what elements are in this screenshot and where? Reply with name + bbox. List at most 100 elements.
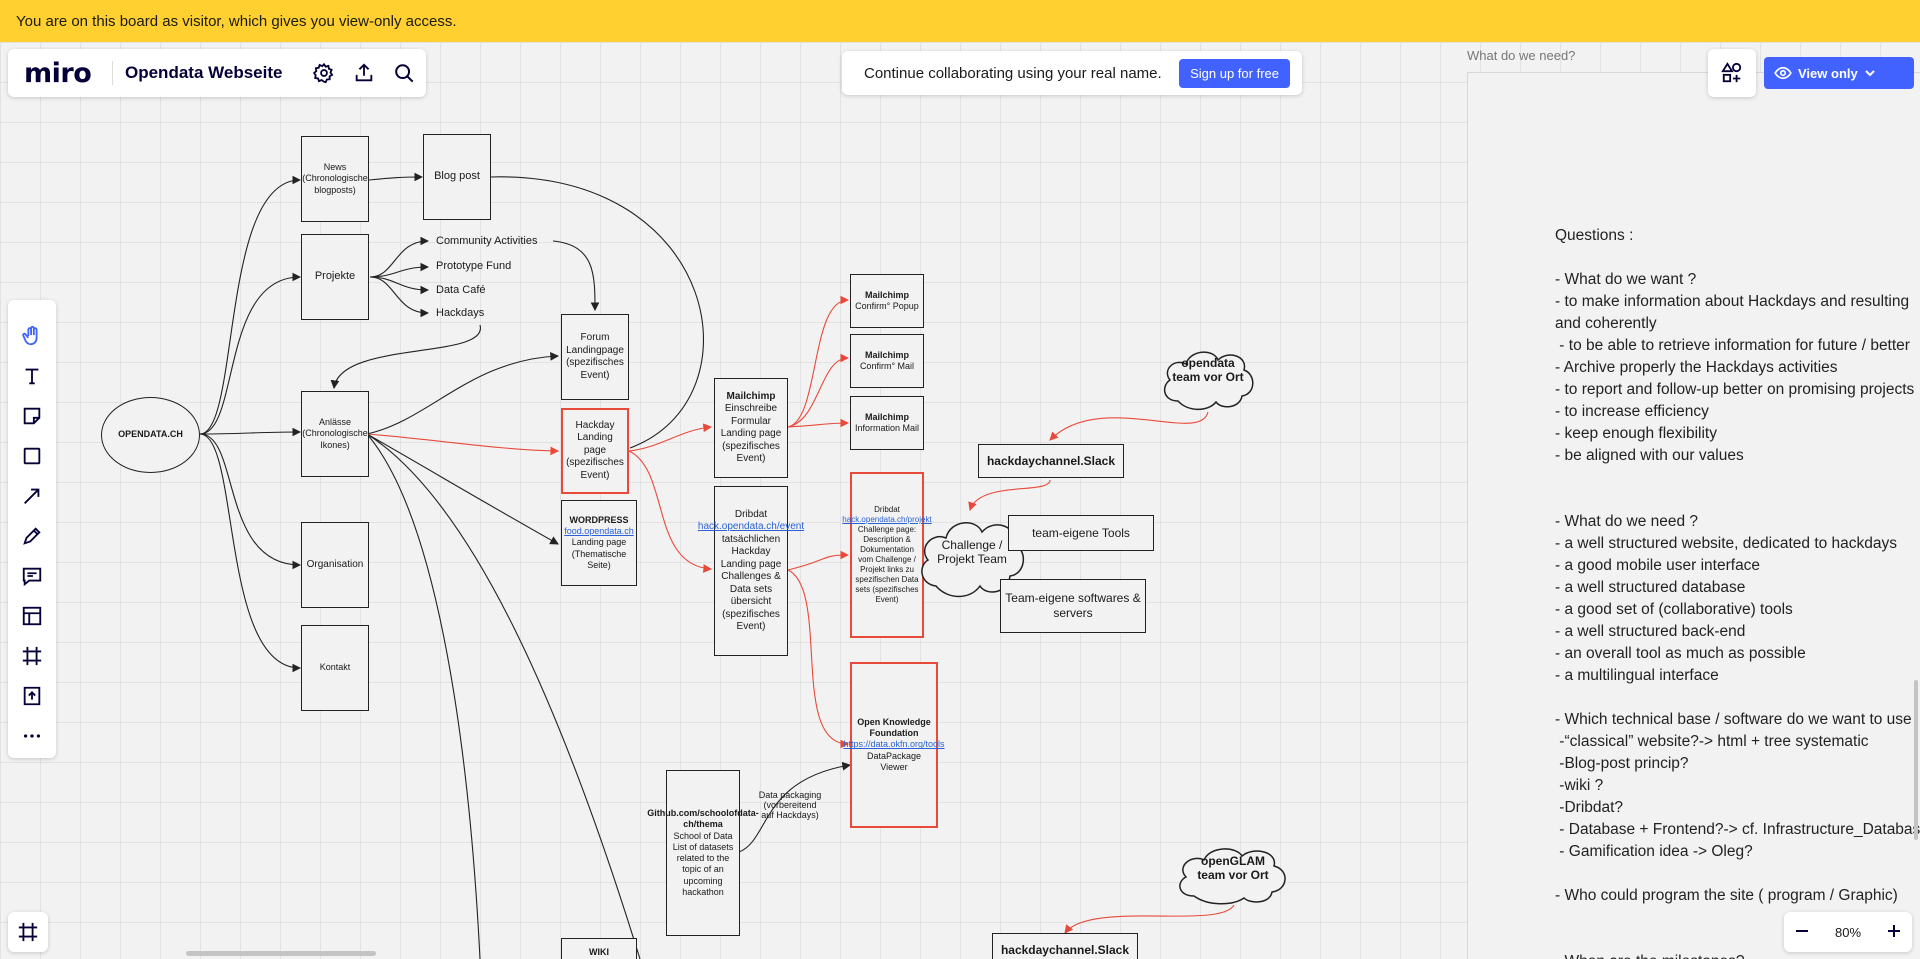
- label-hackdays[interactable]: Hackdays: [436, 307, 485, 319]
- questions-text: Questions :- What do we want ?- to make …: [1555, 225, 1920, 959]
- node-dribdat-main[interactable]: Dribdat hack.opendata.ch/event tatsächli…: [698, 486, 804, 656]
- board-title[interactable]: Opendata Webseite: [125, 63, 283, 82]
- question-line: -Blog-post princip?: [1555, 755, 1689, 772]
- node-mailchimp-info[interactable]: Mailchimp Information Mail: [850, 396, 924, 450]
- question-line: - a well structured back-end: [1555, 623, 1746, 640]
- upload-icon: [356, 63, 373, 82]
- top-toolbar: miro Opendata Webseite: [8, 49, 426, 97]
- cloud-challenge-team[interactable]: Challenge / Projekt Team: [937, 538, 1007, 566]
- shape-tool[interactable]: [12, 436, 52, 476]
- cloud-shape-openglam: [1179, 848, 1286, 905]
- miro-logo[interactable]: miro: [24, 57, 92, 89]
- node-mailchimp-popup[interactable]: Mailchimp Confirm° Popup: [850, 274, 924, 328]
- node-hackday-landing[interactable]: Hackday Landing page (spezifisches Event…: [561, 408, 629, 494]
- node-organisation[interactable]: Organisation: [301, 522, 369, 608]
- label-data-cafe[interactable]: Data Café: [436, 284, 486, 296]
- horizontal-scrollbar[interactable]: [186, 951, 376, 956]
- more-horizontal-icon: [23, 734, 41, 738]
- arrow-icon: [24, 488, 40, 504]
- more-tools-button[interactable]: [12, 716, 52, 756]
- node-dribdat-projekt[interactable]: Dribdat hack.opendata.ch/projekt Challen…: [842, 472, 932, 638]
- question-line: - a well structured database: [1555, 579, 1746, 596]
- node-label: Team-eigene softwares & servers: [1005, 591, 1141, 620]
- node-okfn[interactable]: Open Knowledge Foundation https://data.o…: [843, 662, 945, 828]
- apps-icon: [1721, 62, 1742, 83]
- cloud-shape-opendata: [1163, 351, 1254, 411]
- node-sublabel: Confirm° Mail: [859, 361, 915, 371]
- node-wordpress[interactable]: WORDPRESS food.opendata.ch Landing page …: [561, 500, 637, 586]
- node-link[interactable]: food.opendata.ch: [564, 526, 634, 537]
- plus-icon: [1888, 924, 1900, 937]
- settings-button[interactable]: [304, 53, 344, 93]
- text-tool[interactable]: [12, 356, 52, 396]
- node-anlaesse[interactable]: Anlässe (Chronologische Ikones): [301, 391, 369, 477]
- node-news[interactable]: News (Chronologische blogposts): [301, 136, 369, 222]
- question-line: - What do we need ?: [1555, 513, 1699, 530]
- node-forum[interactable]: Forum Landingpage (spezifisches Event): [561, 314, 629, 400]
- node-label: Hackday Landing page (spezifisches Event…: [566, 419, 624, 481]
- node-github[interactable]: Github.com/schoolofdata-ch/thema School …: [647, 770, 759, 936]
- frame-title: What do we need?: [1467, 48, 1576, 63]
- eye-icon: [1774, 66, 1792, 80]
- frame-tool[interactable]: [12, 636, 52, 676]
- share-button[interactable]: [344, 53, 384, 93]
- sticky-note-tool[interactable]: [12, 396, 52, 436]
- node-sublabel: (Chronologische blogposts): [302, 173, 368, 195]
- node-team-tools[interactable]: team-eigene Tools: [1008, 515, 1154, 551]
- node-slack-1[interactable]: hackdaychannel.Slack: [978, 444, 1124, 478]
- node-link[interactable]: hack.opendata.ch/event: [697, 521, 805, 532]
- layout-tool[interactable]: [12, 596, 52, 636]
- node-team-servers[interactable]: Team-eigene softwares & servers: [1000, 579, 1146, 633]
- node-wiki[interactable]: WIKI: [561, 938, 637, 959]
- frame-what-do-we-need[interactable]: [1467, 72, 1920, 959]
- right-toolbar: View only: [1708, 49, 1916, 97]
- node-mailchimp-main[interactable]: Mailchimp Einschreibe Formular Landing p…: [714, 378, 788, 478]
- node-sublabel: Information Mail: [854, 423, 920, 433]
- vertical-scrollbar[interactable]: [1914, 680, 1918, 840]
- connector-tool[interactable]: [12, 476, 52, 516]
- question-line: - a well structured website, dedicated t…: [1555, 535, 1898, 552]
- upload-icon: [23, 686, 41, 706]
- question-line: - Which technical base / software do we …: [1555, 711, 1912, 728]
- search-icon: [395, 64, 414, 83]
- gear-icon: [313, 62, 334, 84]
- node-opendata-root[interactable]: OPENDATA.CH: [101, 397, 200, 473]
- node-slack-2[interactable]: hackdaychannel.Slack: [992, 933, 1138, 959]
- cloud-opendata-team[interactable]: opendata team vor Ort: [1172, 356, 1244, 384]
- node-projekte[interactable]: Projekte: [301, 234, 369, 320]
- node-label: Anlässe: [318, 417, 352, 428]
- left-tool-palette: [8, 300, 56, 758]
- zoom-in-button[interactable]: [1886, 923, 1902, 942]
- node-mailchimp-mail[interactable]: Mailchimp Confirm° Mail: [850, 334, 924, 388]
- apps-button[interactable]: [1708, 49, 1756, 97]
- label-prototype-fund[interactable]: Prototype Fund: [436, 260, 512, 272]
- question-line: - a good set of (collaborative) tools: [1555, 601, 1793, 618]
- question-line: - keep enough flexibility: [1555, 425, 1717, 442]
- sign-up-button[interactable]: Sign up for free: [1179, 58, 1290, 88]
- pen-tool[interactable]: [12, 516, 52, 556]
- question-line: - an overall tool as much as possible: [1555, 645, 1806, 662]
- node-label: Forum Landingpage (spezifisches Event): [566, 332, 624, 381]
- zoom-level[interactable]: 80%: [1834, 924, 1862, 940]
- search-button[interactable]: [384, 53, 424, 93]
- node-link[interactable]: https://data.okfn.org/tools: [843, 739, 945, 750]
- label-community-activities[interactable]: Community Activities: [436, 235, 538, 247]
- pen-icon: [23, 527, 41, 545]
- cloud-openglam-team[interactable]: openGLAM team vor Ort: [1197, 854, 1269, 882]
- collab-message: Continue collaborating using your real n…: [864, 64, 1162, 82]
- question-line: -wiki ?: [1555, 777, 1604, 794]
- view-only-button[interactable]: View only: [1764, 57, 1914, 89]
- frames-panel-button[interactable]: [8, 912, 48, 952]
- upload-tool[interactable]: [12, 676, 52, 716]
- view-only-label: View only: [1798, 65, 1858, 81]
- hand-tool[interactable]: [12, 316, 52, 356]
- node-kontakt[interactable]: Kontakt: [301, 625, 369, 711]
- node-link[interactable]: hack.opendata.ch/projekt: [842, 515, 932, 524]
- comment-tool[interactable]: [12, 556, 52, 596]
- zoom-out-button[interactable]: [1794, 923, 1810, 942]
- node-sublabel: Confirm° Popup: [855, 301, 919, 311]
- question-line: -Dribdat?: [1555, 799, 1624, 816]
- node-label: hackdaychannel.Slack: [986, 453, 1116, 468]
- node-blogpost[interactable]: Blog post: [423, 134, 491, 220]
